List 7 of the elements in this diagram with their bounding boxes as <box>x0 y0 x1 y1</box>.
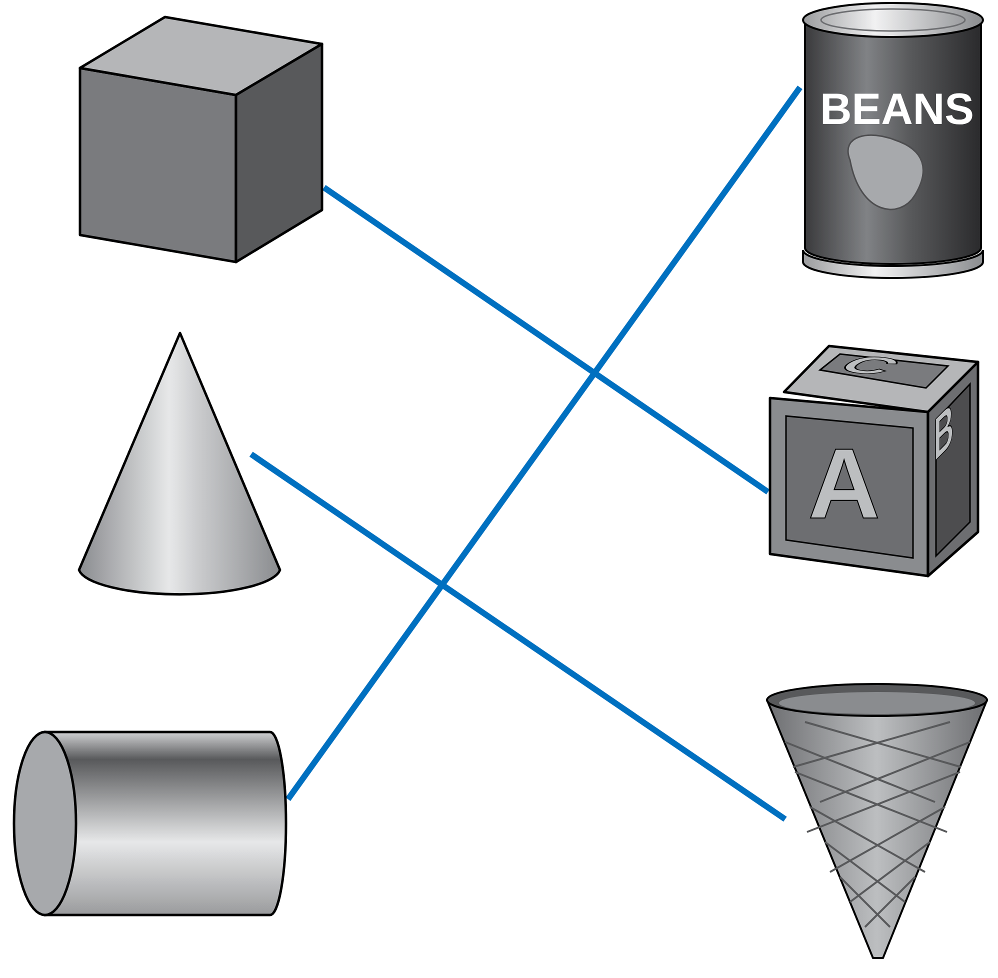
block-letter: C <box>828 352 910 380</box>
can-label: BEANS <box>820 88 974 132</box>
block-letter: B <box>934 392 954 472</box>
block-letter: A <box>808 434 880 534</box>
matching-line <box>249 452 787 822</box>
matching-line <box>322 185 770 494</box>
matching-line <box>286 86 802 801</box>
